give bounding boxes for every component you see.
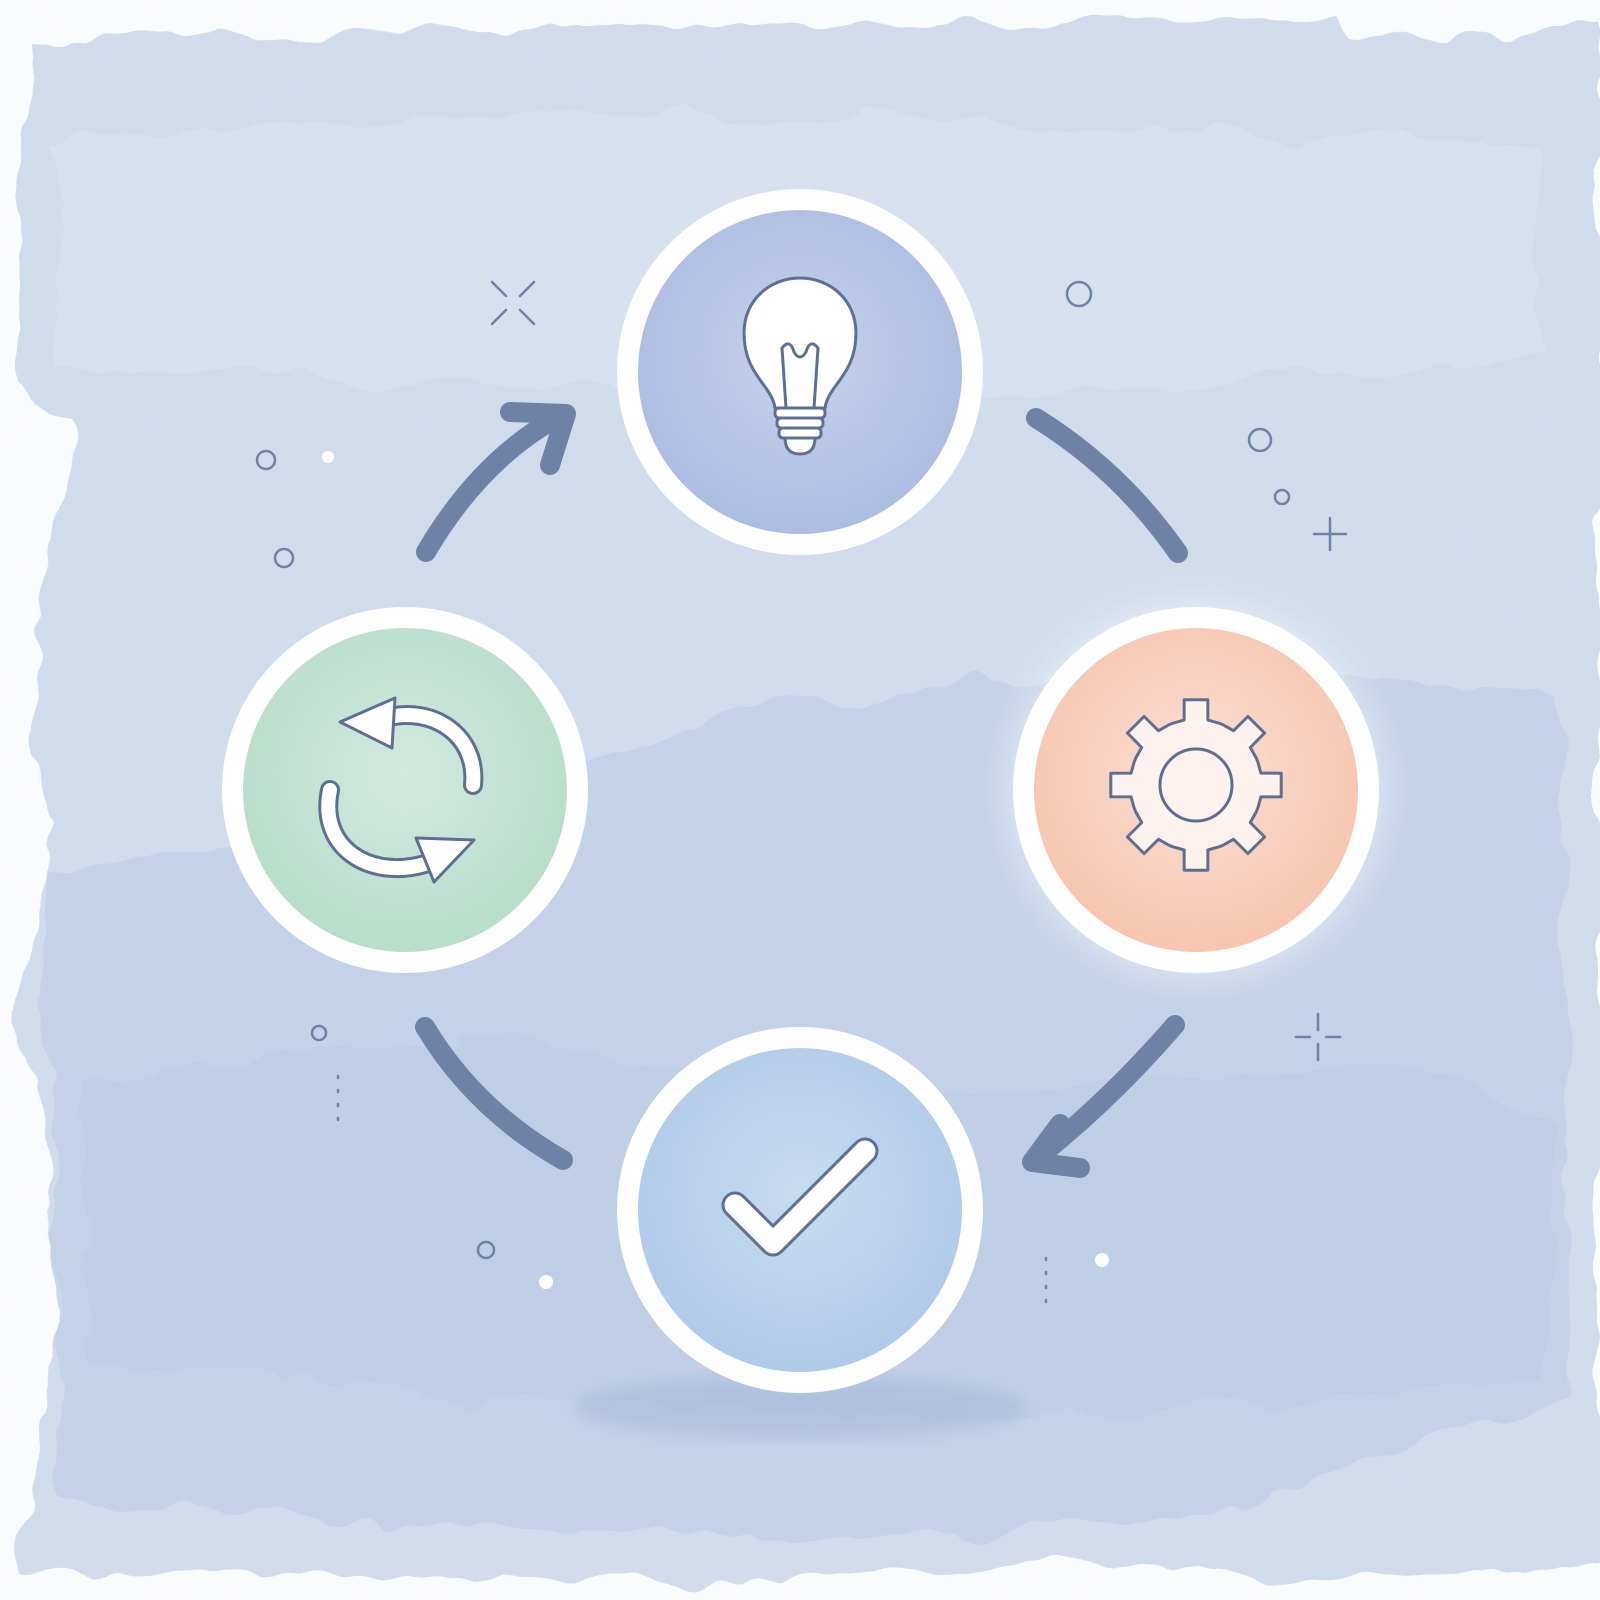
connector-done-to-iterate — [415, 1017, 573, 1170]
ground-shadow — [572, 1376, 1028, 1440]
dot-icon — [255, 449, 277, 471]
dot-icon — [310, 1024, 328, 1042]
dot-icon — [539, 1275, 553, 1289]
dot-icon — [322, 451, 334, 463]
arrowhead-icon — [1022, 1114, 1090, 1178]
decorations — [255, 280, 1348, 1304]
node-done — [617, 1027, 983, 1393]
lightbulb-icon — [742, 276, 858, 456]
connector-iterate-to-idea — [416, 402, 576, 562]
node-idea — [617, 189, 983, 555]
sparkle-icon — [490, 280, 536, 326]
dot-icon — [476, 1240, 496, 1260]
refresh-icon — [318, 696, 484, 884]
connector-idea-to-build — [1026, 408, 1188, 563]
plus-icon — [1312, 516, 1348, 552]
dot-icon — [1065, 280, 1093, 308]
dot-icon — [273, 547, 295, 569]
dot-icon — [1273, 488, 1291, 506]
node-build — [1010, 604, 1382, 976]
node-iterate — [222, 607, 588, 973]
arrowhead-icon — [500, 402, 576, 475]
dot-icon — [1247, 427, 1273, 453]
connectors — [415, 402, 1188, 1178]
sparkle-icon — [1294, 1012, 1342, 1062]
dot-icon — [1095, 1253, 1109, 1267]
connector-build-to-done — [1022, 1015, 1185, 1178]
